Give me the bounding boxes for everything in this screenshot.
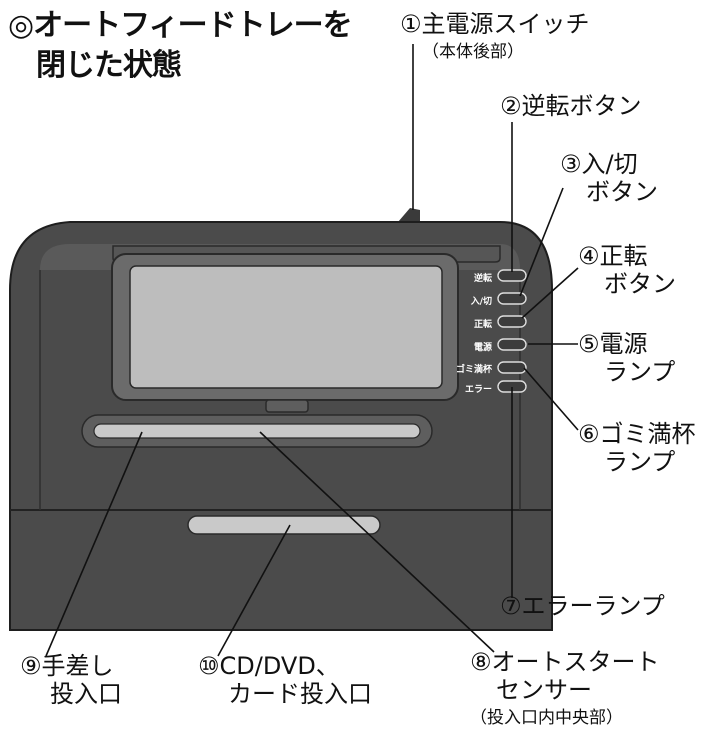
leader-lines (45, 44, 579, 657)
power-on-off-button (497, 292, 527, 305)
panel-label-forward: 正転 (473, 320, 492, 330)
bin-full-lamp (497, 361, 527, 374)
panel-label-on-off: 入/切 (470, 297, 492, 307)
callout-on-off-button: ③入/切 ボタン (560, 150, 658, 206)
callout-reverse-button: ②逆転ボタン (500, 92, 642, 120)
callout-number: ⑤ (578, 330, 600, 358)
cd-card-slot (187, 515, 381, 535)
callout-main-power-switch: ①主電源スイッチ （本体後部） (400, 10, 590, 62)
panel-label-power: 電源 (473, 343, 492, 353)
title-line-1: ◎オートフィードトレーを (8, 8, 353, 43)
callout-cd-card-slot: ⑩CD/DVD、 カード投入口 (198, 652, 372, 708)
tray-window (129, 265, 443, 389)
callout-forward-button: ④正転 ボタン (578, 242, 676, 298)
tray-latch (265, 399, 309, 413)
manual-feed-slot (93, 423, 421, 439)
panel-label-reverse: 逆転 (473, 274, 492, 284)
forward-button (497, 315, 527, 328)
power-lamp (497, 338, 527, 351)
callout-power-lamp: ⑤電源 ランプ (578, 330, 676, 386)
callout-number: ⑨ (20, 652, 42, 680)
main-power-switch (398, 208, 420, 222)
callout-manual-feed-slot: ⑨手差し 投入口 (20, 652, 122, 708)
callout-number: ③ (560, 150, 582, 178)
panel-label-bin-full: ゴミ満杯 (455, 365, 492, 375)
callout-number: ① (400, 10, 422, 38)
callout-number: ⑧ (470, 648, 492, 676)
callout-auto-start-sensor: ⑧オートスタート センサー （投入口内中央部） (470, 648, 660, 728)
callout-bin-full-lamp: ⑥ゴミ満杯 ランプ (578, 420, 696, 476)
panel-label-error: エラー (464, 385, 492, 395)
callout-number: ② (500, 92, 522, 120)
callout-number: ④ (578, 242, 600, 270)
callout-number: ⑩ (198, 652, 220, 680)
diagram-title: ◎オートフィードトレーを 閉じた状態 (8, 6, 353, 86)
callout-number: ⑥ (578, 420, 600, 448)
title-line-2: 閉じた状態 (36, 48, 182, 83)
callout-error-lamp: ⑦エラーランプ (500, 592, 665, 620)
callout-number: ⑦ (500, 592, 522, 620)
